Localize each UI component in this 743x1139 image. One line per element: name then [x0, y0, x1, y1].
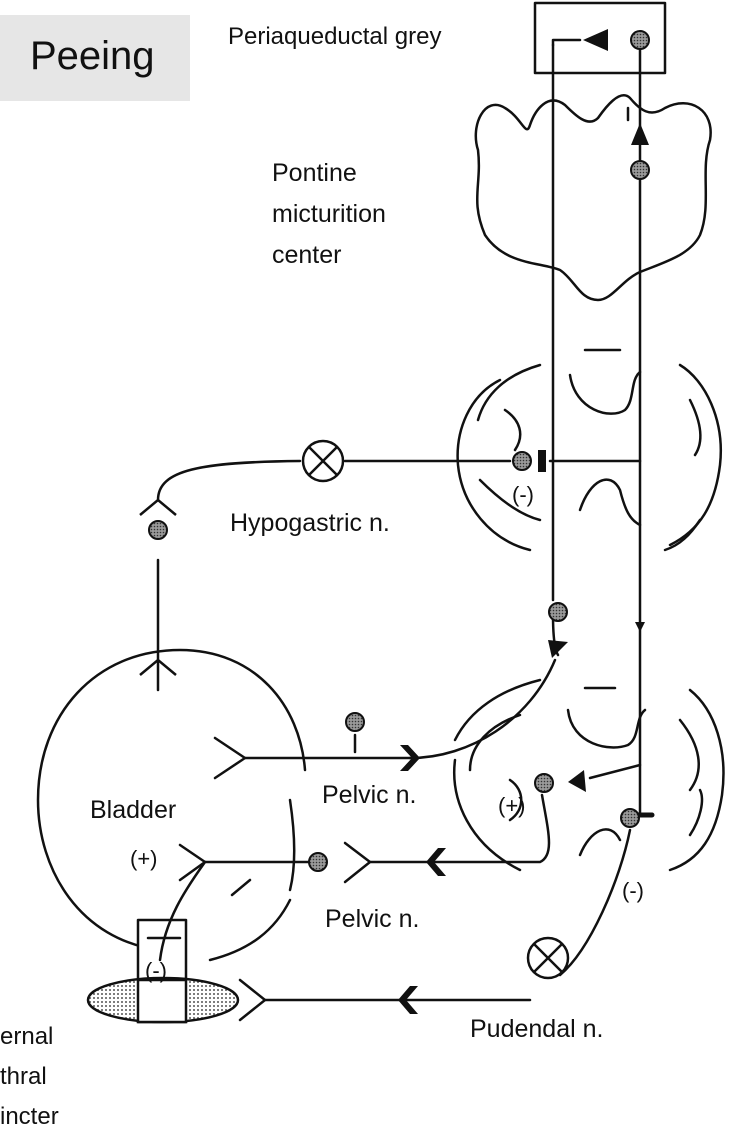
pudendal-motor-neuron	[621, 809, 639, 827]
hypogastric-label: Hypogastric n.	[230, 508, 390, 539]
pelvic-upper-label: Pelvic n.	[322, 780, 416, 811]
lower-arrow-icon	[635, 622, 645, 632]
upper-spinal-section	[458, 350, 721, 550]
pudendal-label: Pudendal n.	[470, 1014, 603, 1045]
pelvic-preganglionic-neuron	[535, 774, 553, 792]
spinal-upper-minus-sign: (-)	[512, 484, 534, 506]
sphincter-minus-sign: (-)	[145, 960, 167, 982]
pons-outline	[476, 95, 711, 300]
sphincter-label-line1: ernal	[0, 1022, 53, 1052]
lower-spinal-section	[454, 680, 723, 870]
pudendal-ganglion-icon	[528, 938, 568, 978]
pmc-label-line3: center	[272, 240, 341, 271]
hypogastric-ganglion-neuron	[149, 521, 167, 539]
pelvic-ganglion-neuron	[309, 853, 327, 871]
descending-target-neuron	[549, 603, 567, 621]
page-title: Peeing	[30, 36, 155, 76]
sphincter-label-line2: thral	[0, 1062, 47, 1092]
pmc-label-line2: micturition	[272, 199, 386, 230]
pmc-neuron	[631, 161, 649, 179]
hypogastric-ganglion-icon	[303, 441, 343, 481]
spinal-lower-minus-sign: (-)	[622, 880, 644, 902]
bladder-plus-sign: (+)	[130, 848, 158, 870]
pelvic-lower-label: Pelvic n.	[325, 904, 419, 935]
pag-arrow-icon	[583, 29, 608, 51]
collateral-arrow-icon	[568, 770, 586, 792]
inhibitory-bar-upper	[538, 450, 546, 472]
pelvic-afferent-neuron	[346, 713, 364, 731]
periaqueductal-grey-label: Periaqueductal grey	[228, 22, 441, 52]
spinal-lower-plus-sign: (+)	[498, 795, 526, 817]
hypogastric-preganglionic-neuron	[513, 452, 531, 470]
pag-neuron	[631, 31, 649, 49]
bladder-label: Bladder	[90, 795, 176, 826]
pmc-label-line1: Pontine	[272, 158, 357, 189]
pmc-arrow-icon	[631, 123, 649, 145]
sphincter-label-line3: incter	[0, 1102, 59, 1132]
